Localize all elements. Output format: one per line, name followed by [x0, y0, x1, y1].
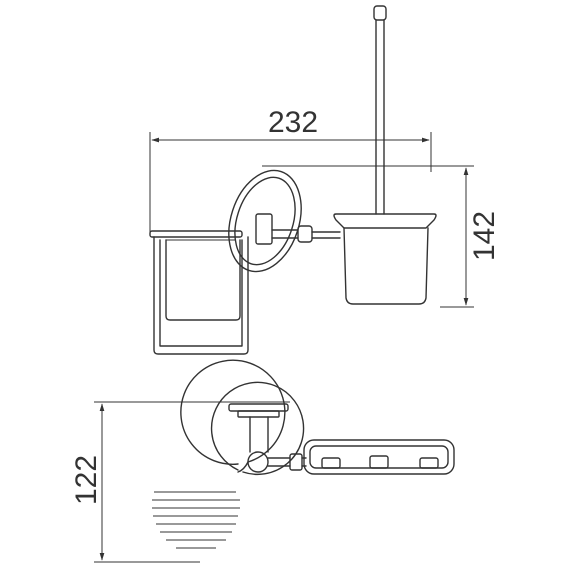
arm-connector [297, 225, 341, 243]
brush-tray [303, 439, 455, 475]
width-dimension: 232 [149, 106, 432, 235]
height-dimension-top: 142 [262, 165, 501, 308]
width-dimension-label: 232 [268, 106, 318, 139]
brush-arm [267, 453, 307, 471]
round-basket [152, 359, 305, 549]
front-elevation-view: 232 142 [149, 5, 501, 355]
wall-plate [228, 403, 289, 418]
height-dimension-bottom: 122 [70, 401, 290, 563]
support-post [247, 416, 269, 473]
oval-wall-mount [228, 169, 302, 273]
toilet-brush [373, 5, 387, 215]
height-bottom-dimension-label: 122 [70, 455, 103, 505]
height-top-dimension-label: 142 [468, 211, 501, 261]
brush-holder-cup [333, 213, 437, 305]
basket-holder [149, 230, 249, 355]
plan-view: 122 [70, 359, 455, 563]
